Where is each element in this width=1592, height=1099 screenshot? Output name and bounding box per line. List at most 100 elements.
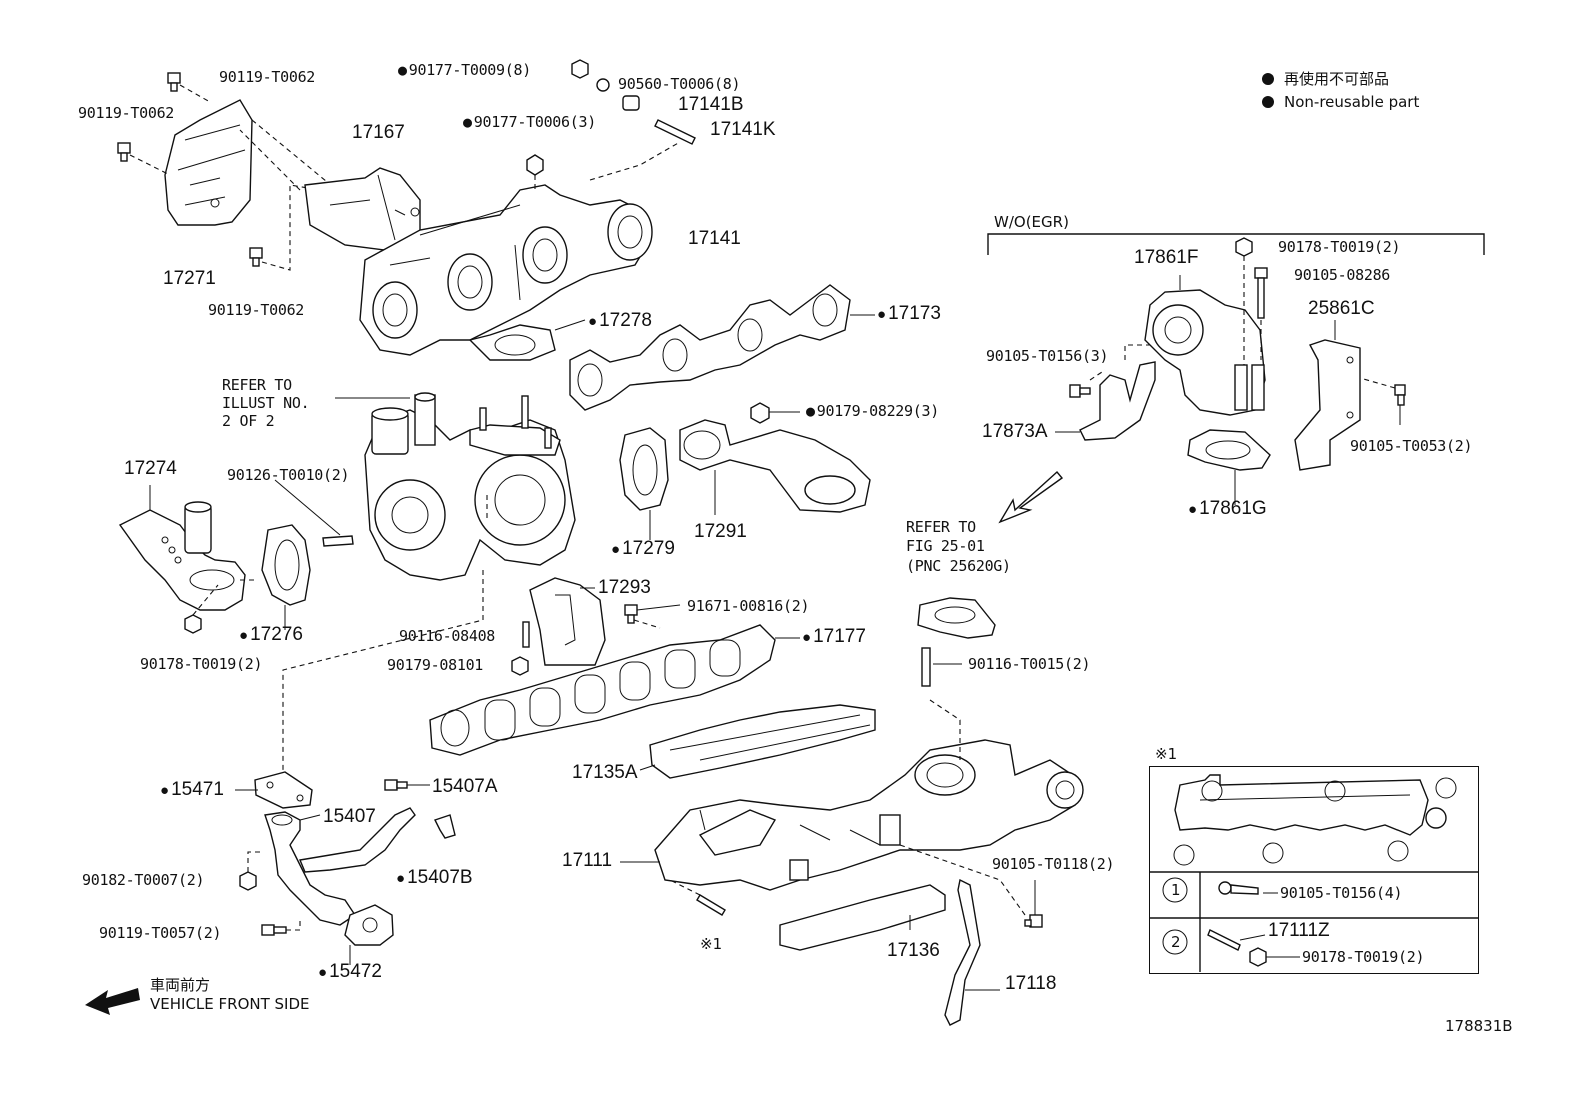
bolt-90105-08286[interactable] [1254, 267, 1268, 319]
gasket-17276[interactable] [261, 524, 311, 606]
nut-90179-08229[interactable] [750, 402, 770, 424]
nut-90179-08101[interactable] [511, 656, 529, 676]
nut-90177-t0006[interactable] [526, 154, 544, 176]
stud-90116-08408[interactable] [522, 621, 530, 648]
intake-manifold-17111[interactable] [654, 739, 1084, 891]
label-90182-t0007[interactable]: 90182-T0007(2) [82, 871, 205, 889]
bracket-17167[interactable] [304, 167, 421, 253]
label-90105-t0118[interactable]: 90105-T0118(2) [992, 855, 1115, 873]
gasket-17278[interactable] [468, 324, 556, 361]
nut-90182[interactable] [239, 871, 257, 891]
label-15407[interactable]: 15407 [323, 806, 376, 827]
washer-90560[interactable] [596, 78, 610, 92]
hose-17274[interactable] [118, 501, 246, 611]
gasket-15471[interactable] [254, 771, 313, 809]
label-inset-row2-part-a[interactable]: 17111Z [1268, 920, 1330, 941]
label-inset-row1-part[interactable]: 90105-T0156(4) [1280, 884, 1403, 902]
label-90560-t0006[interactable]: 90560-T0006(8) [618, 75, 741, 93]
gasket-15472[interactable] [344, 904, 394, 946]
gasket-17173[interactable] [569, 284, 851, 411]
label-90119-t0062-b[interactable]: 90119-T0062 [78, 104, 175, 122]
label-90116-t0015[interactable]: 90116-T0015(2) [968, 655, 1091, 673]
label-15472[interactable]: 15472 [318, 961, 382, 984]
label-90178-t0019-b[interactable]: 90178-T0019(2) [1278, 238, 1401, 256]
egr-pipe-15407[interactable] [264, 807, 416, 926]
heat-insulator-17271[interactable] [164, 99, 253, 226]
stud-90126[interactable] [322, 535, 354, 547]
label-17141[interactable]: 17141 [688, 228, 741, 249]
label-17279[interactable]: 17279 [611, 538, 675, 561]
label-inset-mark: ※1 [1155, 745, 1178, 763]
label-90116-08408[interactable]: 90116-08408 [399, 627, 496, 645]
label-17291[interactable]: 17291 [694, 521, 747, 542]
label-17118[interactable]: 17118 [1005, 973, 1057, 994]
label-17136[interactable]: 17136 [887, 940, 940, 961]
label-15471[interactable]: 15471 [160, 779, 224, 802]
label-17135a[interactable]: 17135A [572, 762, 638, 783]
bolt-90119-t0057[interactable] [261, 924, 287, 936]
label-17274[interactable]: 17274 [124, 458, 177, 479]
label-90179-08229[interactable]: 90179-08229(3) [806, 402, 940, 420]
label-17167[interactable]: 17167 [352, 122, 405, 143]
label-17271[interactable]: 17271 [163, 268, 216, 289]
bolt-90105-t0156-3[interactable] [1069, 384, 1091, 398]
label-17177[interactable]: 17177 [802, 626, 866, 649]
label-17278[interactable]: 17278 [588, 310, 652, 333]
turbocharger-assembly[interactable] [364, 392, 576, 581]
nut-90178-a[interactable] [184, 614, 202, 634]
label-inset-row2-part-b[interactable]: 90178-T0019(2) [1302, 948, 1425, 966]
stud-90116-t0015[interactable] [921, 647, 931, 687]
label-vehicle-front-ja: 車両前方 [150, 976, 211, 994]
label-90119-t0062-a[interactable]: 90119-T0062 [219, 68, 316, 86]
outlet-pipe-17291[interactable] [679, 419, 871, 513]
label-17111[interactable]: 17111 [562, 850, 613, 871]
elbow-17861f[interactable] [1144, 289, 1266, 416]
bolt-90105-t0118[interactable] [1024, 914, 1043, 928]
bolt-90119-a[interactable] [167, 72, 181, 92]
label-90105-t0156-3[interactable]: 90105-T0156(3) [986, 347, 1109, 365]
gasket-17177[interactable] [429, 624, 776, 756]
label-17141b[interactable]: 17141B [678, 94, 744, 115]
gasket-17861g[interactable] [1187, 429, 1271, 471]
stud-ref-1[interactable] [696, 894, 726, 916]
label-15407a[interactable]: 15407A [432, 776, 498, 797]
nut-90178-b[interactable] [1235, 237, 1253, 257]
label-90178-t0019-a[interactable]: 90178-T0019(2) [140, 655, 263, 673]
label-17293[interactable]: 17293 [598, 577, 651, 598]
bracket-25861c[interactable] [1294, 339, 1361, 471]
label-17873a[interactable]: 17873A [982, 421, 1048, 442]
gasket-17135a[interactable] [649, 704, 876, 779]
label-90119-t0057[interactable]: 90119-T0057(2) [99, 924, 222, 942]
label-90119-t0062-c[interactable]: 90119-T0062 [208, 301, 305, 319]
label-17861g[interactable]: 17861G [1188, 498, 1267, 521]
label-17861f[interactable]: 17861F [1134, 247, 1199, 268]
nut-90177-t0009[interactable] [571, 59, 589, 79]
label-17141k[interactable]: 17141K [710, 119, 776, 140]
label-17173[interactable]: 17173 [877, 303, 941, 326]
label-90105-t0053[interactable]: 90105-T0053(2) [1350, 437, 1473, 455]
bracket-17873a[interactable] [1079, 361, 1156, 441]
gasket-17279[interactable] [619, 427, 669, 511]
label-90177-t0009[interactable]: 90177-T0009(8) [398, 61, 532, 79]
label-25861c[interactable]: 25861C [1308, 298, 1375, 319]
bolt-90105-t0053[interactable] [1394, 384, 1406, 406]
label-17276[interactable]: 17276 [239, 624, 303, 647]
bolt-15407a[interactable] [384, 779, 408, 791]
label-15407b[interactable]: 15407B [396, 867, 473, 890]
label-90126-t0010[interactable]: 90126-T0010(2) [227, 466, 350, 484]
label-91671-00816[interactable]: 91671-00816(2) [687, 597, 810, 615]
grommet-15407b[interactable] [434, 814, 456, 839]
nut-17141b[interactable] [622, 95, 640, 111]
gasket-fig-25-01[interactable] [917, 597, 996, 639]
pipe-17118[interactable] [944, 878, 981, 1026]
exhaust-manifold-17141[interactable] [359, 184, 653, 356]
label-90177-t0006[interactable]: 90177-T0006(3) [463, 113, 597, 131]
bolt-90119-c[interactable] [249, 247, 263, 267]
label-90179-08101[interactable]: 90179-08101 [387, 656, 484, 674]
bracket-17293[interactable] [529, 577, 606, 666]
label-90105-08286[interactable]: 90105-08286 [1294, 266, 1391, 284]
plate-17136[interactable] [779, 884, 946, 951]
bolt-90119-b[interactable] [117, 142, 131, 162]
stud-17141k[interactable] [654, 119, 696, 145]
